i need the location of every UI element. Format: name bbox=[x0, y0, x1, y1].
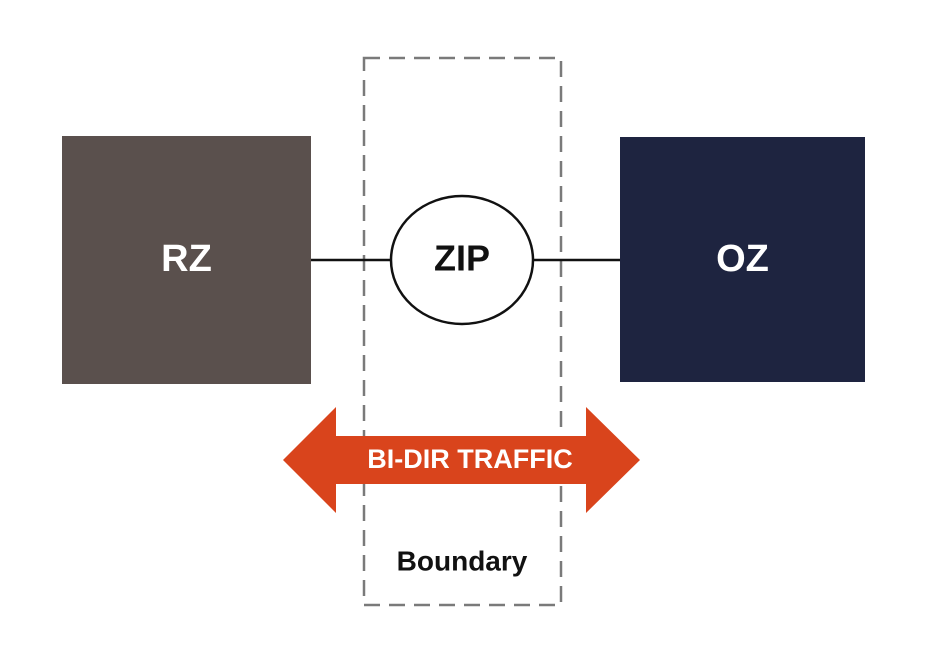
bidirectional-arrow-icon bbox=[283, 407, 640, 513]
boundary-label: Boundary bbox=[397, 545, 528, 576]
oz-zone-block bbox=[620, 137, 865, 382]
zip-node-circle bbox=[389, 194, 535, 326]
rz-zone-label: RZ bbox=[161, 238, 212, 280]
traffic-arrow-label: BI-DIR TRAFFIC bbox=[367, 444, 572, 474]
oz-zone-label: OZ bbox=[716, 238, 769, 280]
zip-node-label: ZIP bbox=[434, 238, 490, 279]
boundary-box bbox=[362, 56, 563, 607]
rz-zone-block bbox=[62, 136, 311, 384]
